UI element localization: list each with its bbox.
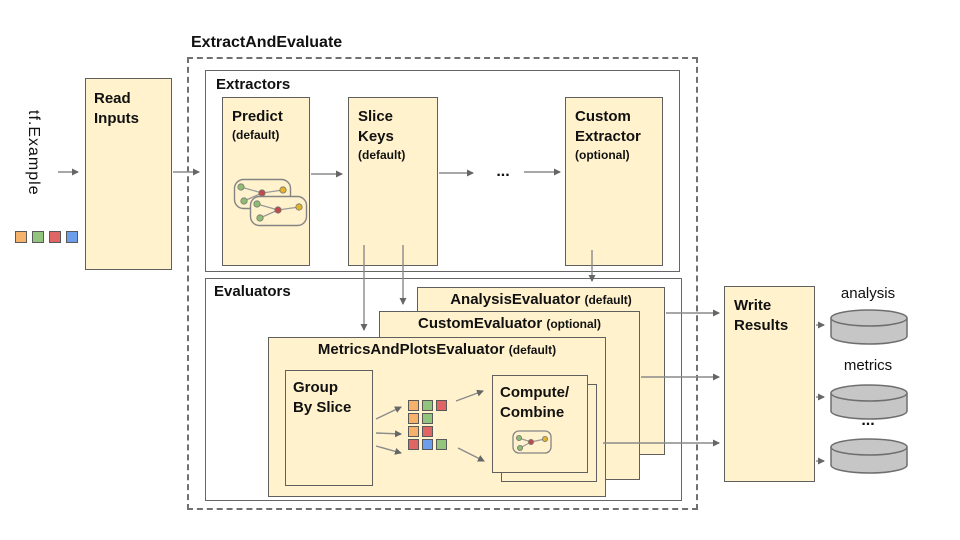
custom-extractor-title-line2: Extractor: [575, 127, 641, 145]
compute-combine-line1: Compute/: [500, 384, 570, 401]
slice-keys-title-line1: Slice: [358, 108, 394, 125]
analysis-evaluator-title: AnalysisEvaluator: [450, 291, 581, 308]
slice-grid: [408, 400, 447, 452]
output-label-metrics: metrics: [843, 357, 893, 374]
slice-grid-row: [408, 400, 447, 411]
metrics-and-plots-evaluator-qualifier: (default): [508, 343, 557, 357]
output-label-analysis: analysis: [840, 285, 896, 302]
slice-keys-title-line2: Keys: [358, 127, 394, 145]
red-square: [49, 231, 61, 243]
orange-square: [15, 231, 27, 243]
predict-title: Predict: [232, 108, 283, 125]
slice-keys-extractor-box: Slice Keys (default): [348, 97, 438, 266]
orange-square: [408, 400, 419, 411]
read-inputs-title-line2: Inputs: [94, 109, 139, 127]
model-graph-card-front: [249, 195, 308, 227]
green-square: [422, 413, 433, 424]
green-square: [422, 400, 433, 411]
extractors-ellipsis: ...: [496, 163, 510, 180]
metrics-and-plots-evaluator-title: MetricsAndPlotsEvaluator: [317, 341, 505, 358]
slice-grid-row: [408, 426, 447, 437]
analysis-evaluator-qualifier: (default): [584, 293, 632, 307]
green-square: [32, 231, 44, 243]
write-results-box: Write Results: [724, 286, 815, 482]
compute-combine-line2: Combine: [500, 403, 565, 421]
group-by-slice-box: Group By Slice: [285, 370, 373, 486]
orange-square: [408, 426, 419, 437]
model-graph-icon: [233, 178, 308, 227]
read-inputs-title-line1: Read: [94, 90, 131, 107]
input-label: tf.Example: [25, 110, 42, 196]
red-square: [436, 400, 447, 411]
extract-and-evaluate-container: [187, 57, 698, 510]
pipeline-title: ExtractAndEvaluate: [191, 34, 343, 51]
custom-extractor-qualifier: (optional): [575, 147, 630, 162]
output-label-ellipsis: ...: [861, 412, 875, 429]
metrics-database-icon: [830, 384, 908, 420]
input-squares: [15, 231, 78, 243]
more-outputs-database-icon: [830, 438, 908, 474]
evaluators-title: Evaluators: [214, 283, 291, 300]
extractors-title: Extractors: [216, 76, 291, 93]
orange-square: [408, 413, 419, 424]
extractors-container: Extractors: [205, 70, 680, 272]
group-by-slice-line2: By Slice: [293, 398, 352, 416]
write-results-line1: Write: [734, 297, 772, 314]
predict-qualifier: (default): [232, 127, 280, 142]
read-inputs-box: Read Inputs: [85, 78, 172, 270]
blue-square: [422, 439, 433, 450]
blue-square: [66, 231, 78, 243]
slice-grid-row: [408, 413, 447, 424]
analysis-database-icon: [830, 309, 908, 345]
slice-grid-row: [408, 439, 447, 450]
write-results-line2: Results: [734, 316, 789, 334]
custom-extractor-title-line1: Custom: [575, 108, 631, 125]
custom-evaluator-title: CustomEvaluator: [417, 315, 543, 332]
compute-combine-box: Compute/ Combine: [492, 375, 588, 473]
evaluators-container: Evaluators: [205, 278, 682, 501]
group-by-slice-line1: Group: [293, 379, 338, 396]
combine-graph-icon: [512, 430, 552, 454]
custom-extractor-box: Custom Extractor (optional): [565, 97, 663, 266]
red-square: [408, 439, 419, 450]
green-square: [436, 439, 447, 450]
slice-keys-qualifier: (default): [358, 147, 406, 162]
custom-evaluator-qualifier: (optional): [546, 317, 602, 331]
red-square: [422, 426, 433, 437]
